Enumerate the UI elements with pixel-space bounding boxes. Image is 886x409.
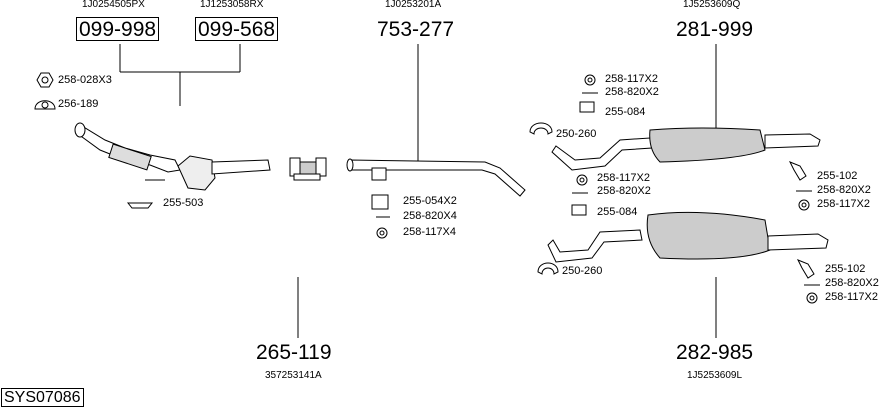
- rear-silencer-drawing: [547, 211, 829, 263]
- callout-label: 258-820X2: [597, 185, 651, 197]
- callout-label: 255-503: [163, 197, 204, 209]
- hanger-icon: [371, 194, 389, 210]
- callout-label: 255-084: [597, 206, 638, 218]
- part-number[interactable]: 282-985: [676, 341, 754, 364]
- part-number[interactable]: 099-568: [195, 17, 279, 41]
- intermediate-pipe-drawing: [346, 158, 526, 197]
- callout-label: 255-054X2: [403, 195, 457, 207]
- pipe-clamp-drawing: [289, 157, 327, 181]
- oem-number: 1J5253609L: [687, 370, 743, 381]
- callout-label: 258-820X4: [403, 210, 457, 222]
- oem-number: 1J0254505PX: [82, 0, 145, 10]
- washer-icon: [576, 174, 588, 186]
- washer-icon: [806, 292, 818, 304]
- oem-number: 1J0253201A: [385, 0, 442, 10]
- rear-silencer-drawing: [551, 127, 821, 171]
- washer-icon: [798, 199, 810, 211]
- gasket-icon: [34, 100, 56, 110]
- nut-icon: [36, 72, 54, 88]
- catalytic-converter-drawing: [74, 122, 271, 191]
- rubber-ring-icon: [537, 262, 559, 275]
- oem-number: 357253141A: [265, 370, 322, 381]
- oem-number: 1J5253609Q: [683, 0, 741, 10]
- callout-label: 258-117X2: [605, 73, 659, 85]
- callout-label: 258-028X3: [58, 74, 112, 86]
- hanger-icon: [579, 101, 595, 113]
- callout-label: 258-117X2: [597, 172, 651, 184]
- callout-label: 250-260: [556, 128, 597, 140]
- part-number[interactable]: 099-998: [76, 17, 160, 41]
- hanger-icon: [571, 204, 587, 216]
- diagram-id: SYS07086: [1, 388, 84, 407]
- callout-label: 258-117X2: [817, 198, 871, 210]
- bracket-icon: [796, 259, 815, 279]
- part-number[interactable]: 281-999: [676, 18, 754, 41]
- callout-label: 255-102: [825, 263, 866, 275]
- callout-label: 258-117X4: [403, 226, 457, 238]
- washer-icon: [584, 74, 596, 86]
- rubber-ring-icon: [529, 122, 553, 135]
- callout-label: 256-189: [58, 98, 99, 110]
- callout-label: 255-084: [605, 106, 646, 118]
- part-number[interactable]: 265-119: [256, 341, 332, 364]
- callout-label: 258-820X2: [605, 86, 659, 98]
- callout-label: 250-260: [562, 265, 603, 277]
- callout-label: 258-820X2: [817, 184, 871, 196]
- part-number[interactable]: 753-277: [377, 18, 455, 41]
- clamp-icon: [126, 202, 154, 209]
- oem-number: 1J1253058RX: [200, 0, 264, 10]
- callout-label: 258-117X2: [825, 291, 879, 303]
- bracket-icon: [788, 161, 807, 181]
- callout-label: 255-102: [817, 170, 858, 182]
- callout-label: 258-820X2: [825, 277, 879, 289]
- washer-icon: [376, 227, 388, 239]
